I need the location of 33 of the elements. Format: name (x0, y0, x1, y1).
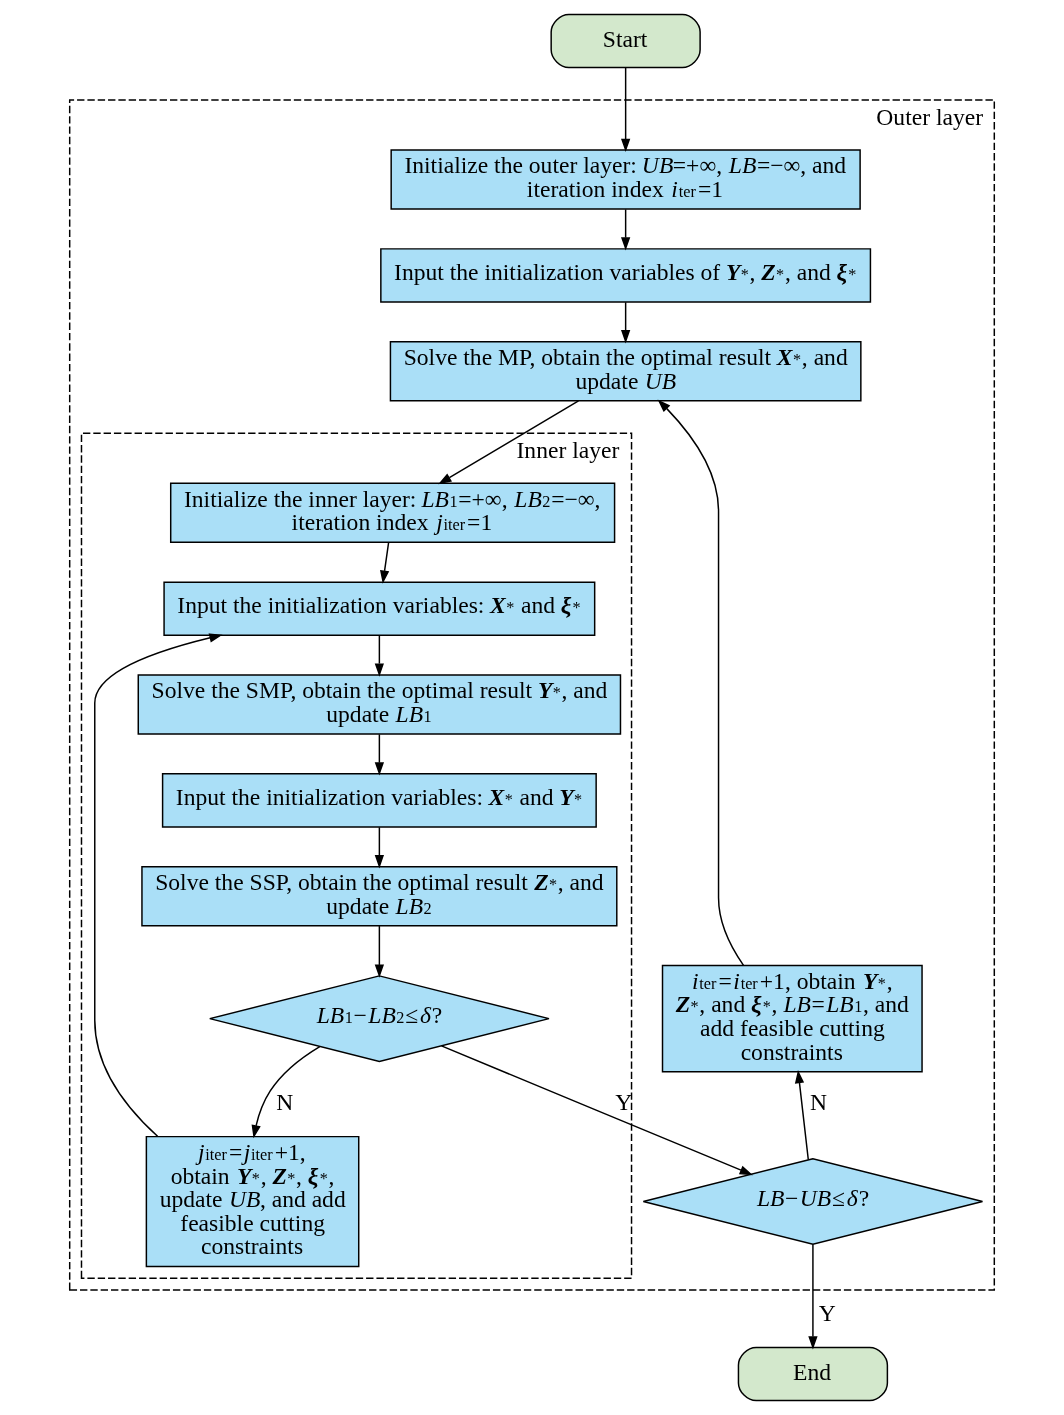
node-box: Solve the SSP, obtain the optimal result Z*, and update LB2 (141, 866, 618, 927)
node-box: jiter=jiter+1, obtain Y*, Z*, ξ*, update UB, and add feasible cutting constraints (145, 1135, 360, 1268)
edge-label: N (276, 1088, 294, 1115)
node-diamond: LB1−LB2≤δ? (209, 975, 550, 1063)
arrow (94, 633, 223, 1137)
arrow (438, 400, 580, 485)
arrow (374, 634, 385, 677)
arrow (440, 1045, 753, 1176)
arrow (621, 67, 631, 153)
node-box: iter=iter+1, obtain Y*, Z*, and ξ*, LB=LB1, and add feasible cutting constraints (661, 964, 923, 1073)
node-box: Input the initialization variables: X* and Y* (161, 773, 597, 828)
node-diamond: LB−UB≤δ? (642, 1158, 984, 1246)
node-box: Solve the SMP, obtain the optimal result Y*, and update LB1 (137, 674, 622, 735)
node-box: Input the initialization variables: X* and ξ* (163, 581, 596, 636)
arrow (374, 733, 385, 776)
arrow (251, 1045, 321, 1139)
node-box: Initialize the inner layer: LB1=+∞, LB2=−∞, iteration index jiter=1 (169, 482, 616, 544)
arrow (621, 301, 631, 344)
arrow (374, 826, 385, 869)
edge-label: Y (615, 1088, 633, 1115)
arrow (380, 541, 390, 584)
arrow (621, 208, 631, 251)
node-box: Input the initialization variables of Y*, Z*, and ξ* (380, 248, 872, 303)
node-box: End (737, 1346, 889, 1402)
arrow (794, 1069, 809, 1161)
arrow (657, 399, 745, 967)
edge-label: N (809, 1088, 828, 1115)
node-box: Start (550, 13, 701, 69)
edge-label: Y (818, 1299, 836, 1326)
arrow (374, 925, 385, 978)
node-box: Solve the MP, obtain the optimal result X*, and update UB (389, 341, 862, 402)
node-box: Initialize the outer layer: UB=+∞, LB=−∞, and iteration index iter=1 (390, 149, 861, 210)
arrow (808, 1243, 818, 1350)
